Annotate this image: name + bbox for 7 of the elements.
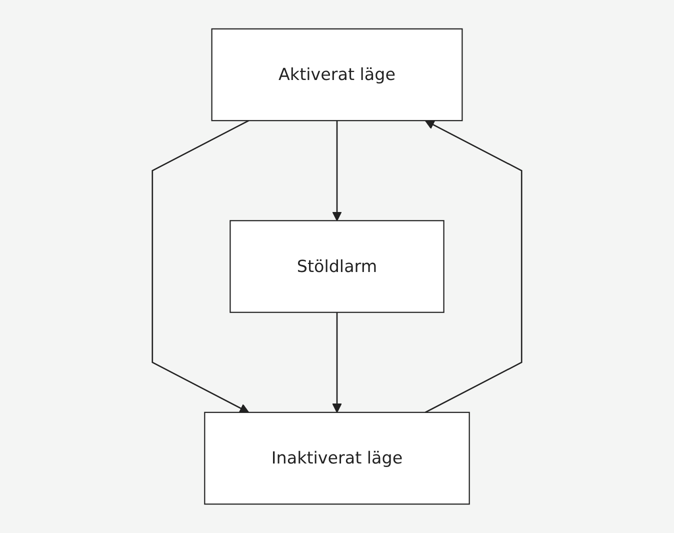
node-box: Inaktiverat läge (204, 412, 470, 505)
node-box: Stöldlarm (230, 220, 444, 313)
node-box: Aktiverat läge (211, 28, 463, 122)
arrow (152, 120, 250, 413)
arrow (332, 312, 342, 413)
arrow (424, 120, 522, 413)
arrow (332, 120, 342, 222)
